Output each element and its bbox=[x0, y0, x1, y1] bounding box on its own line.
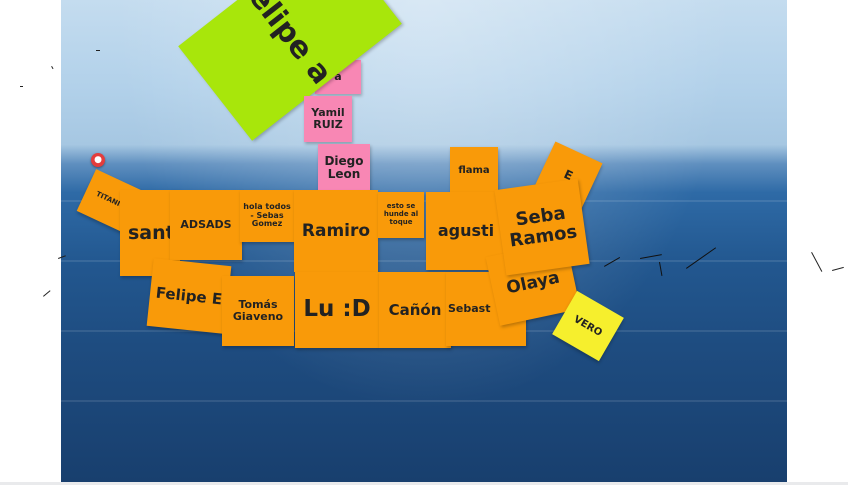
note-text: ADSADS bbox=[180, 217, 232, 231]
note-text: Tomás Giaveno bbox=[232, 297, 284, 323]
note-text: hola todos - Sebas Gomez bbox=[243, 201, 291, 229]
note-text: elipe a bbox=[241, 0, 339, 91]
note-text: VERO bbox=[571, 313, 605, 339]
ink-stroke bbox=[96, 50, 100, 51]
pin-icon[interactable]: ● bbox=[91, 153, 105, 167]
note-text: Felipe E bbox=[155, 283, 224, 309]
note-text: Seba Ramos bbox=[508, 202, 579, 252]
note-text: Cañón bbox=[388, 300, 442, 319]
sticky-note-lu[interactable]: Lu :D bbox=[295, 272, 379, 348]
note-text: esto se hunde al toque bbox=[383, 202, 419, 226]
sticky-note-seba-ramos[interactable]: Seba Ramos bbox=[494, 178, 590, 276]
note-text: Sebast bbox=[448, 301, 491, 315]
ink-stroke bbox=[43, 290, 51, 297]
sticky-note-tomas[interactable]: Tomás Giaveno bbox=[222, 276, 294, 346]
sea-wave bbox=[61, 260, 787, 262]
sticky-note-felipe-e[interactable]: Felipe E bbox=[146, 258, 232, 334]
ink-stroke bbox=[20, 86, 23, 87]
sticky-note-ramiro[interactable]: Ramiro bbox=[294, 190, 378, 272]
sea-wave bbox=[61, 400, 787, 402]
bottom-scrollbar[interactable] bbox=[0, 482, 848, 485]
note-text: agusti bbox=[437, 221, 495, 241]
sticky-note-flama[interactable]: flama bbox=[450, 147, 498, 193]
sticky-note-hunde[interactable]: esto se hunde al toque bbox=[378, 192, 424, 238]
ink-stroke bbox=[832, 266, 844, 271]
note-text: flama bbox=[458, 164, 490, 176]
note-text: Yamil RUIZ bbox=[311, 105, 345, 131]
note-text: a bbox=[334, 69, 342, 83]
sticky-note-adsads[interactable]: ADSADS bbox=[170, 190, 242, 260]
sticky-note-canon[interactable]: Cañón bbox=[379, 272, 451, 348]
sticky-note-diego[interactable]: Diego Leon bbox=[318, 144, 370, 192]
sticky-note-hola[interactable]: hola todos - Sebas Gomez bbox=[240, 190, 294, 242]
ink-stroke bbox=[51, 66, 54, 70]
note-text: santi bbox=[128, 221, 182, 244]
note-text: Lu :D bbox=[303, 296, 371, 323]
sea-wave bbox=[61, 200, 787, 202]
note-text: Diego Leon bbox=[324, 153, 364, 181]
note-text: Ramiro bbox=[301, 220, 371, 241]
sticky-note-yamil[interactable]: Yamil RUIZ bbox=[304, 96, 352, 142]
ink-stroke bbox=[811, 252, 823, 272]
